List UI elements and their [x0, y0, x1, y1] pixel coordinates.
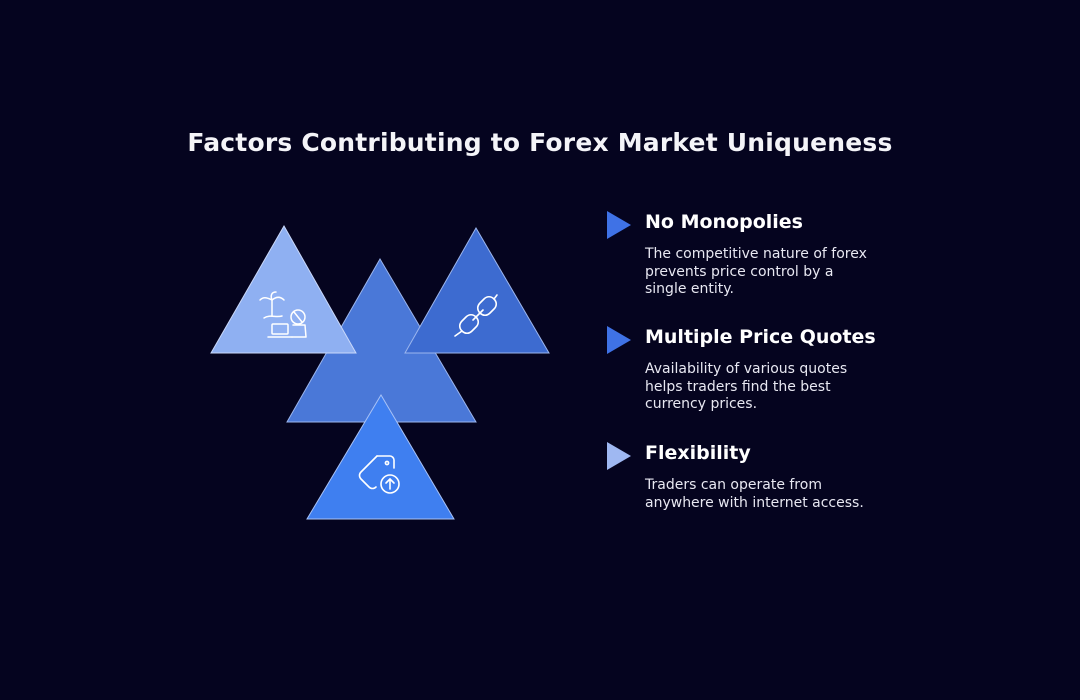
triangle-cluster: [210, 224, 550, 520]
triangle-bullet-icon: [607, 442, 631, 470]
triangle-bullet-icon: [607, 211, 631, 239]
price-tag-up-icon: [358, 455, 400, 494]
factor-title: No Monopolies: [645, 211, 803, 233]
factor-description: Availability of various quotes helps tra…: [645, 361, 848, 412]
factor-description: Traders can operate from anywhere with i…: [645, 477, 864, 511]
page-title: Factors Contributing to Forex Market Uni…: [187, 128, 893, 157]
factor-title: Multiple Price Quotes: [645, 326, 876, 348]
chain-link-icon: [454, 294, 498, 337]
triangle-left: [210, 224, 357, 354]
triangle-bottom: [306, 394, 455, 520]
triangle-right: [404, 226, 550, 354]
factor-description: The competitive nature of forex prevents…: [645, 246, 867, 297]
vacation-laptop-icon: [259, 291, 307, 338]
triangle-bullet-icon: [607, 326, 631, 354]
factor-title: Flexibility: [645, 442, 751, 464]
